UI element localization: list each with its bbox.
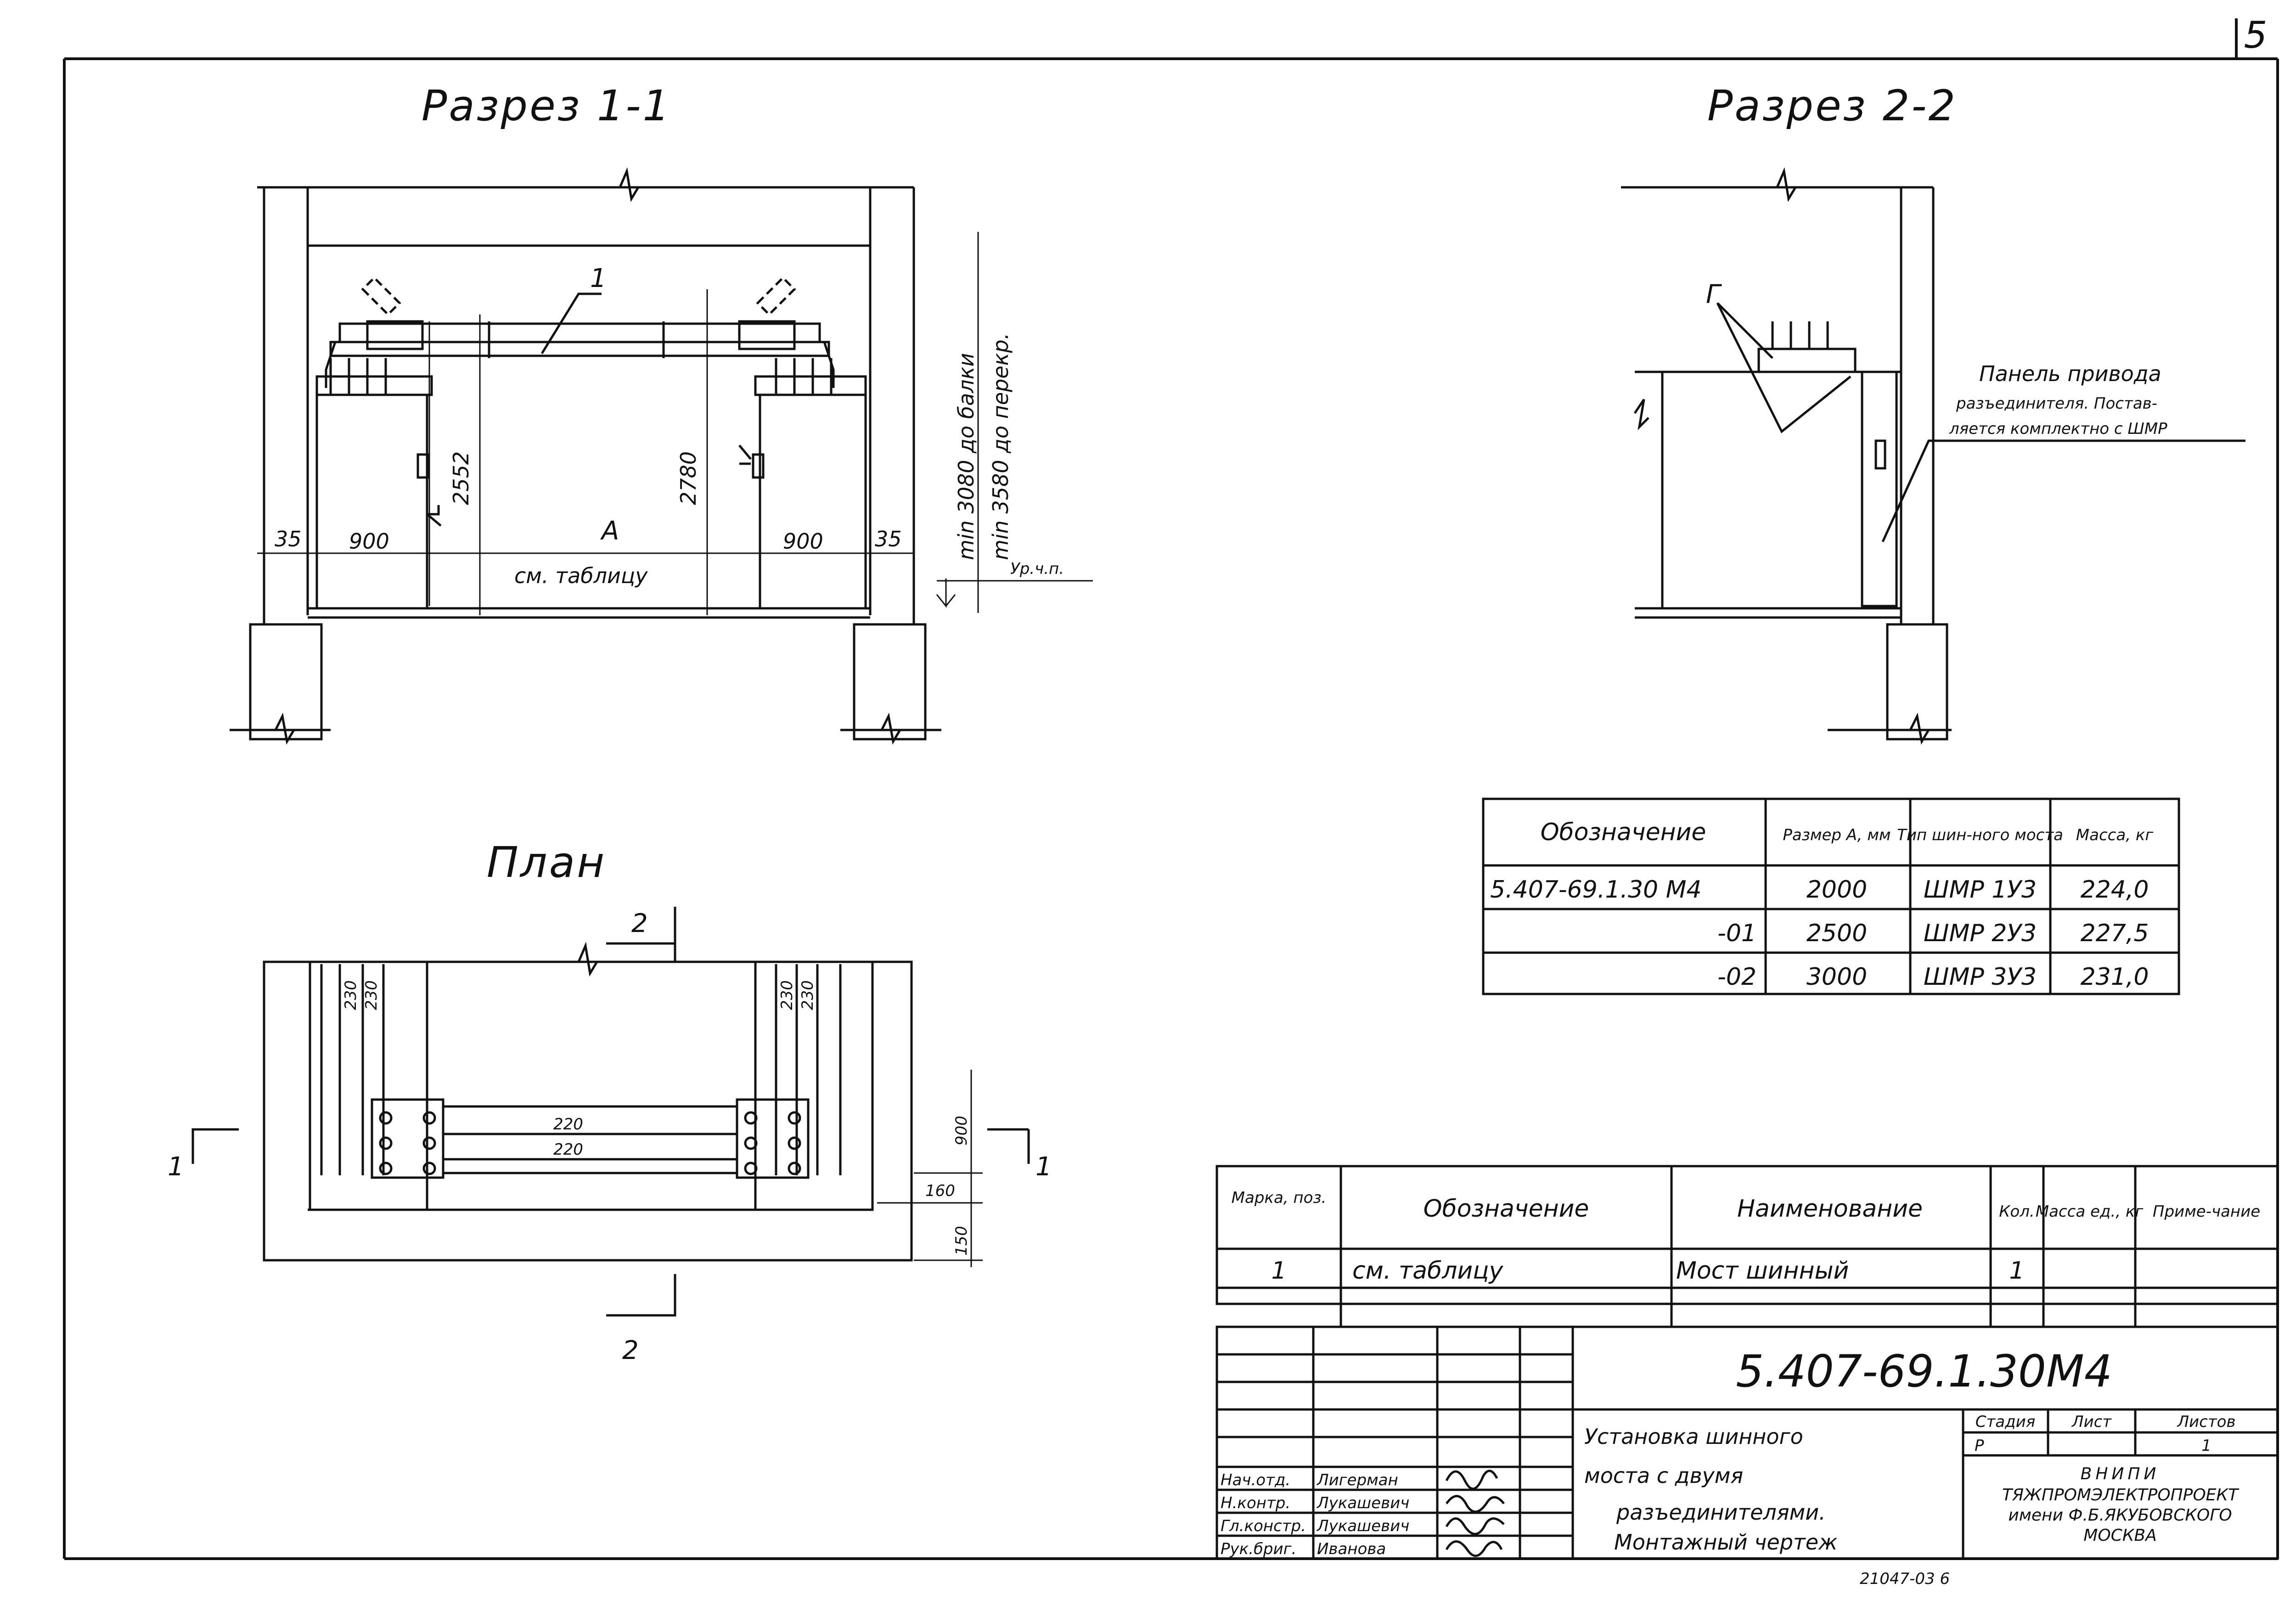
section-1-1: Разрез 1-1 [230, 81, 1093, 745]
section-1-1-title: Разрез 1-1 [422, 81, 671, 130]
org-line-2: ТЯЖПРОМЭЛЕКТРОПРОЕКТ [2002, 1486, 2240, 1505]
size-header-bus-type: Тип шин-ного моста [1897, 826, 2063, 844]
size-row-3-dimension: 3000 [1806, 963, 1867, 991]
role-3: Гл.констр. [1221, 1517, 1306, 1535]
spec-header-mark: Марка, поз. [1232, 1189, 1327, 1207]
pos-1-label: 1 [590, 264, 607, 293]
side-dim-900: 900 [952, 1116, 971, 1145]
cut-1-right-label: 1 [1035, 1152, 1052, 1182]
size-row-1-designation: 5.407-69.1.30 М4 [1490, 876, 1702, 904]
size-header-designation: Обозначение [1541, 819, 1706, 846]
size-row-1-mass: 224,0 [2081, 876, 2149, 904]
spec-row-name: Мост шинный [1676, 1257, 1849, 1285]
dim-left-gap: 35 [275, 527, 302, 551]
sheet-header: Лист [2071, 1413, 2112, 1431]
dim-center-note: см. таблицу [514, 563, 648, 588]
role-1: Нач.отд. [1221, 1471, 1290, 1489]
plan-dim-left-2: 230 [362, 980, 381, 1010]
name-3: Лукашевич [1316, 1517, 1409, 1535]
size-row-1-dimension: 2000 [1806, 876, 1867, 904]
dim-center-a: A [600, 516, 619, 546]
org-line-4: МОСКВА [2083, 1526, 2156, 1545]
size-row-1-type: ШМР 1У3 [1924, 876, 2037, 904]
bus-dim-1: 220 [553, 1115, 583, 1134]
panel-note-line-3: ляется комплектно с ШМР [1949, 420, 2167, 438]
sheets-value: 1 [2201, 1437, 2212, 1455]
name-4: Иванова [1317, 1540, 1386, 1558]
plan-dim-right-2: 230 [799, 980, 817, 1010]
sheets-header: Листов [2176, 1413, 2235, 1431]
description-line-2: моста с двумя [1584, 1463, 1743, 1488]
floor-level-mark: Ур.ч.п. [1010, 560, 1064, 578]
section-2-2: Разрез 2-2 Г Панель привода разъединит [1621, 81, 2245, 745]
spec-header-note: Приме-чание [2153, 1202, 2260, 1221]
spec-header-mass: Масса ед., кг [2036, 1202, 2144, 1221]
name-1: Лигерман [1316, 1471, 1398, 1489]
spec-header-qty: Кол. [1999, 1202, 2034, 1221]
role-4: Рук.бриг. [1221, 1540, 1296, 1558]
plan-view: План [168, 838, 1052, 1365]
name-2: Лукашевич [1316, 1494, 1409, 1512]
spec-header-designation: Обозначение [1424, 1195, 1589, 1223]
drawing-code: 5.407-69.1.30М4 [1736, 1346, 2112, 1397]
side-dim-150: 150 [952, 1226, 971, 1256]
sheet-frame [63, 18, 2279, 1560]
panel-note-line-1: Панель привода [1979, 361, 2161, 386]
org-line-1: ВНИПИ [2081, 1465, 2160, 1483]
org-line-3: имени Ф.Б.ЯКУБОВСКОГО [2008, 1506, 2232, 1525]
cut-1-left-label: 1 [168, 1152, 184, 1182]
dim-left-cabinet: 900 [349, 529, 389, 554]
size-row-3-mass: 231,0 [2081, 963, 2149, 991]
plan-title: План [487, 838, 607, 887]
description-line-4: Монтажный чертеж [1614, 1530, 1838, 1555]
spec-row-mark: 1 [1271, 1257, 1286, 1285]
size-row-2-type: ШМР 2У3 [1924, 920, 2037, 947]
spec-header-name: Наименование [1737, 1195, 1923, 1223]
size-row-3-designation: -02 [1717, 963, 1756, 991]
size-row-3-type: ШМР 3У3 [1924, 963, 2037, 991]
size-row-2-mass: 227,5 [2081, 920, 2149, 947]
plan-dim-right-1: 230 [778, 980, 796, 1010]
bus-dim-2: 220 [553, 1140, 583, 1159]
description-line-1: Установка шинного [1584, 1424, 1803, 1449]
dim-right-gap: 35 [875, 527, 902, 551]
size-header-mass: Масса, кг [2076, 826, 2154, 844]
size-row-2-designation: -01 [1717, 920, 1756, 947]
dim-height-2780: 2780 [676, 451, 701, 505]
spec-row-designation: см. таблицу [1352, 1257, 1504, 1285]
plan-dim-left-1: 230 [342, 980, 360, 1010]
panel-note-line-2: разъединителя. Постав- [1956, 394, 2157, 413]
spec-row-qty: 1 [2009, 1257, 2024, 1285]
size-row-2-dimension: 2500 [1806, 920, 1867, 947]
size-table: Обозначение Размер A, мм Тип шин-ного мо… [1482, 797, 2180, 995]
clearance-beam: min 3080 до балки [954, 353, 979, 560]
stage-value: Р [1975, 1437, 1984, 1455]
side-dim-160: 160 [925, 1182, 955, 1200]
cut-2-bottom-label: 2 [622, 1336, 639, 1365]
dim-right-cabinet: 900 [783, 529, 823, 554]
role-2: Н.контр. [1221, 1494, 1290, 1512]
cut-2-top-label: 2 [631, 909, 648, 938]
spec-table: Марка, поз. Обозначение Наименование Кол… [1216, 1165, 2279, 1327]
dim-height-2552: 2552 [449, 451, 473, 505]
title-block: 5.407-69.1.30М4 Установка шинного моста … [1216, 1325, 2279, 1560]
bottom-archive-note: 21047-03 6 [1860, 1570, 1950, 1588]
size-header-dimension: Размер A, мм [1783, 826, 1891, 844]
stage-header: Стадия [1975, 1413, 2035, 1431]
callout-g: Г [1706, 280, 1722, 309]
section-2-2-title: Разрез 2-2 [1707, 81, 1957, 130]
description-line-3: разъединителями. [1616, 1500, 1826, 1525]
clearance-ceiling: min 3580 до перекр. [988, 333, 1013, 560]
page-number: 5 [2244, 14, 2268, 56]
